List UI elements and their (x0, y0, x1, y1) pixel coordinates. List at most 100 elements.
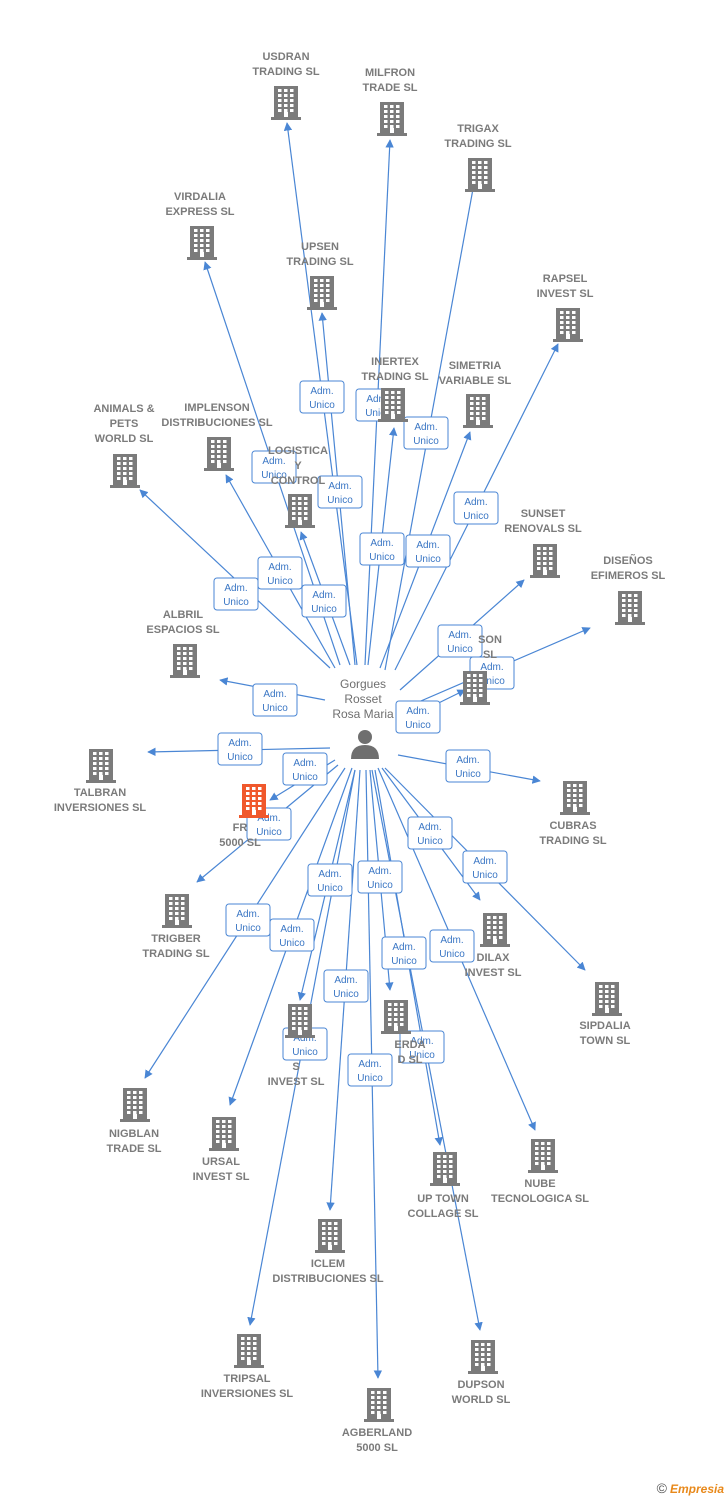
svg-text:Adm.: Adm. (464, 497, 487, 508)
svg-text:Unico: Unico (317, 883, 343, 894)
company-node-nigblan[interactable]: NIGBLAN TRADE SL (107, 1088, 162, 1155)
svg-text:Adm.: Adm. (414, 422, 437, 433)
relation-badge-son[interactable]: Adm.Unico (395, 700, 441, 734)
company-label: DILAX (477, 952, 511, 964)
svg-text:Unico: Unico (447, 644, 473, 655)
relation-badge-agberland[interactable]: Adm.Unico (347, 1053, 393, 1087)
svg-text:Adm.: Adm. (318, 869, 341, 880)
svg-text:Adm.: Adm. (358, 1059, 381, 1070)
brand-name: Empresia (669, 1482, 724, 1496)
company-label: DISEÑOS (603, 554, 653, 567)
relation-badge-dupson[interactable]: Adm.Unico (399, 1030, 445, 1064)
building-icon (285, 1004, 315, 1038)
relation-badge-logistica[interactable]: Adm.Unico (301, 584, 347, 618)
company-label: D SL (397, 1054, 422, 1066)
relation-badge-cubras[interactable]: Adm.Unico (445, 749, 491, 783)
center-person-label: Gorgues (340, 677, 386, 691)
relation-badge-nigblan[interactable]: Adm.Unico (225, 903, 271, 937)
relation-badge-erda[interactable]: Adm.Unico (357, 860, 403, 894)
relation-badge-virdalia[interactable]: Adm.Unico (251, 450, 297, 484)
footer-brand[interactable]: ©Empresia (657, 1480, 724, 1496)
relation-badge-trigax[interactable]: Adm.Unico (403, 416, 449, 450)
building-icon (110, 454, 140, 488)
svg-text:Adm.: Adm. (368, 866, 391, 877)
company-label: FR (233, 822, 248, 834)
company-label: NUBE (524, 1178, 555, 1190)
relation-badge-sinvest[interactable]: Adm. Unico (307, 863, 353, 897)
relation-badge-talbran[interactable]: Adm.Unico (217, 732, 263, 766)
relation-badge-animals[interactable]: Adm.Unico (213, 577, 259, 611)
svg-text:Unico: Unico (479, 676, 505, 687)
relation-badge-upsen[interactable]: Adm.Unico (317, 475, 363, 509)
relation-badge-fr5000[interactable]: Adm.Unico (282, 752, 328, 786)
relation-badge-inertex[interactable]: Adm.Unico (359, 532, 405, 566)
relation-badge-uptown[interactable]: Adm.Unico (381, 936, 427, 970)
company-label: IMPLENSON (184, 402, 249, 414)
relation-badge-sipdalia[interactable]: Adm.Unico (462, 850, 508, 884)
company-label: INVEST SL (268, 1076, 325, 1088)
relation-badge-dilax[interactable]: Adm.Unico (407, 816, 453, 850)
company-label: TRADE SL (107, 1143, 162, 1155)
relation-badge-albril[interactable]: Adm.Unico (252, 683, 298, 717)
company-label: SON (478, 634, 502, 646)
relation-badge-implenson[interactable]: Adm.Unico (257, 556, 303, 590)
svg-text:Adm.: Adm. (224, 583, 247, 594)
relation-badge-nube[interactable]: Adm.Unico (429, 929, 475, 963)
company-label: ERDA (394, 1039, 425, 1051)
relation-badge-rapsel[interactable]: Adm.Unico (453, 491, 499, 525)
relation-badge-iclem[interactable]: Adm.Unico (323, 969, 369, 1003)
building-icon (204, 437, 234, 471)
relation-badge-ursal[interactable]: Adm.Unico (269, 918, 315, 952)
svg-text:Unico: Unico (235, 923, 261, 934)
svg-text:Unico: Unico (279, 938, 305, 949)
relation-badge-simetria[interactable]: Adm.Unico (405, 534, 451, 568)
svg-text:Adm.: Adm. (473, 856, 496, 867)
company-label: NIGBLAN (109, 1128, 159, 1140)
relation-badge-sunset[interactable]: Adm. Unico (437, 624, 483, 658)
company-label: TRADING SL (444, 138, 512, 150)
company-label: 5000 SL (356, 1442, 398, 1454)
svg-text:Adm.: Adm. (440, 935, 463, 946)
company-label: DUPSON (457, 1379, 504, 1391)
svg-text:Unico: Unico (417, 836, 443, 847)
relation-badge-usdran[interactable]: Adm.Unico (299, 380, 345, 414)
building-icon (560, 781, 590, 815)
company-label: TRIGBER (151, 933, 201, 945)
svg-text:Adm.: Adm. (448, 630, 471, 641)
company-label: TRADE SL (363, 82, 418, 94)
svg-text:Unico: Unico (405, 720, 431, 731)
building-icon (463, 394, 493, 428)
company-label: CONTROL (271, 475, 326, 487)
company-node-erda[interactable]: ERDA D SL (381, 1000, 426, 1066)
